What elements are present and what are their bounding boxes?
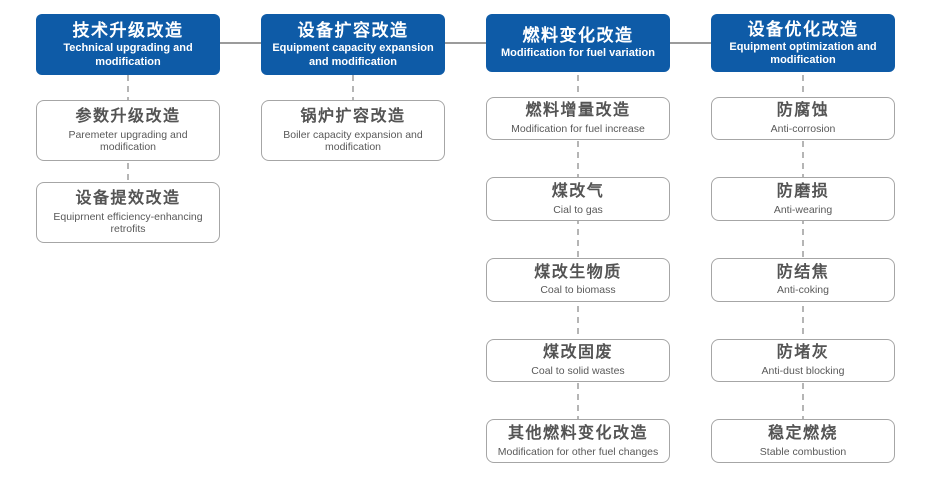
child-box: 设备提效改造 Equiprnent efficiency-enhancing re… bbox=[36, 182, 220, 243]
child-box: 煤改气 Cial to gas bbox=[486, 177, 670, 222]
child-box: 其他燃料变化改造 Modification for other fuel chan… bbox=[486, 419, 670, 464]
child-title-zh: 锅炉扩容改造 bbox=[300, 108, 406, 125]
child-title-en: Anti-coking bbox=[777, 284, 829, 297]
child-box: 防结焦 Anti-coking bbox=[711, 258, 895, 302]
child-title-en: Paremeter upgrading and modification bbox=[68, 128, 188, 154]
child-title-zh: 燃料增量改造 bbox=[525, 102, 631, 120]
child-title-en: Anti-wearing bbox=[773, 203, 833, 216]
dashed-connector bbox=[352, 75, 354, 110]
child-title-zh: 煤改生物质 bbox=[534, 263, 622, 281]
child-box: 稳定燃烧 Stable combustion bbox=[711, 419, 895, 464]
header-title-zh: 燃料变化改造 bbox=[522, 26, 634, 46]
child-title-zh: 防堵灰 bbox=[776, 344, 830, 362]
child-title-en: Anti-dust blocking bbox=[761, 365, 845, 378]
child-title-zh: 防结焦 bbox=[776, 263, 830, 281]
header-title-en: Technical upgrading and modification bbox=[63, 42, 193, 68]
header-title-en: Equipment optimization and modification bbox=[729, 40, 877, 66]
child-title-zh: 防腐蚀 bbox=[776, 102, 830, 120]
child-box: 防堵灰 Anti-dust blocking bbox=[711, 338, 895, 383]
child-title-en: Modification for other fuel changes bbox=[497, 445, 659, 458]
child-title-en: Stable combustion bbox=[759, 445, 847, 458]
child-title-en: Boiler capacity expansion and modificati… bbox=[283, 128, 423, 154]
child-title-zh: 参数升级改造 bbox=[75, 108, 181, 125]
child-box: 参数升级改造 Paremeter upgrading and modificati… bbox=[36, 100, 220, 161]
child-title-zh: 防磨损 bbox=[776, 182, 830, 200]
child-title-zh: 煤改固废 bbox=[542, 344, 613, 362]
child-title-en: Coal to solid wastes bbox=[531, 365, 625, 378]
child-title-en: Anti-corrosion bbox=[770, 123, 836, 136]
child-title-en: Cial to gas bbox=[553, 203, 603, 216]
child-title-zh: 煤改气 bbox=[551, 182, 605, 200]
child-title-en: Coal to biomass bbox=[540, 284, 616, 297]
header-title-zh: 设备优化改造 bbox=[747, 19, 859, 39]
child-box: 防腐蚀 Anti-corrosion bbox=[711, 96, 895, 141]
child-title-en: Modification for fuel increase bbox=[511, 123, 645, 136]
child-title-zh: 其他燃料变化改造 bbox=[507, 425, 648, 442]
child-box: 锅炉扩容改造 Boiler capacity expansion and modi… bbox=[261, 100, 445, 161]
header-title-zh: 设备扩容改造 bbox=[297, 21, 409, 41]
child-title-en: Equiprnent efficiency-enhancing retrofit… bbox=[53, 210, 203, 236]
header-title-zh: 技术升级改造 bbox=[72, 21, 184, 41]
child-box: 燃料增量改造 Modification for fuel increase bbox=[486, 96, 670, 141]
child-box: 煤改生物质 Coal to biomass bbox=[486, 258, 670, 302]
header-title-en: Equipment capacity expansion and modific… bbox=[272, 42, 434, 68]
child-box: 煤改固废 Coal to solid wastes bbox=[486, 338, 670, 383]
child-title-zh: 稳定燃烧 bbox=[767, 425, 838, 442]
header-title-en: Modification for fuel variation bbox=[500, 47, 655, 60]
header-connector-line bbox=[128, 42, 803, 44]
child-box: 防磨损 Anti-wearing bbox=[711, 177, 895, 222]
child-title-zh: 设备提效改造 bbox=[75, 190, 181, 207]
